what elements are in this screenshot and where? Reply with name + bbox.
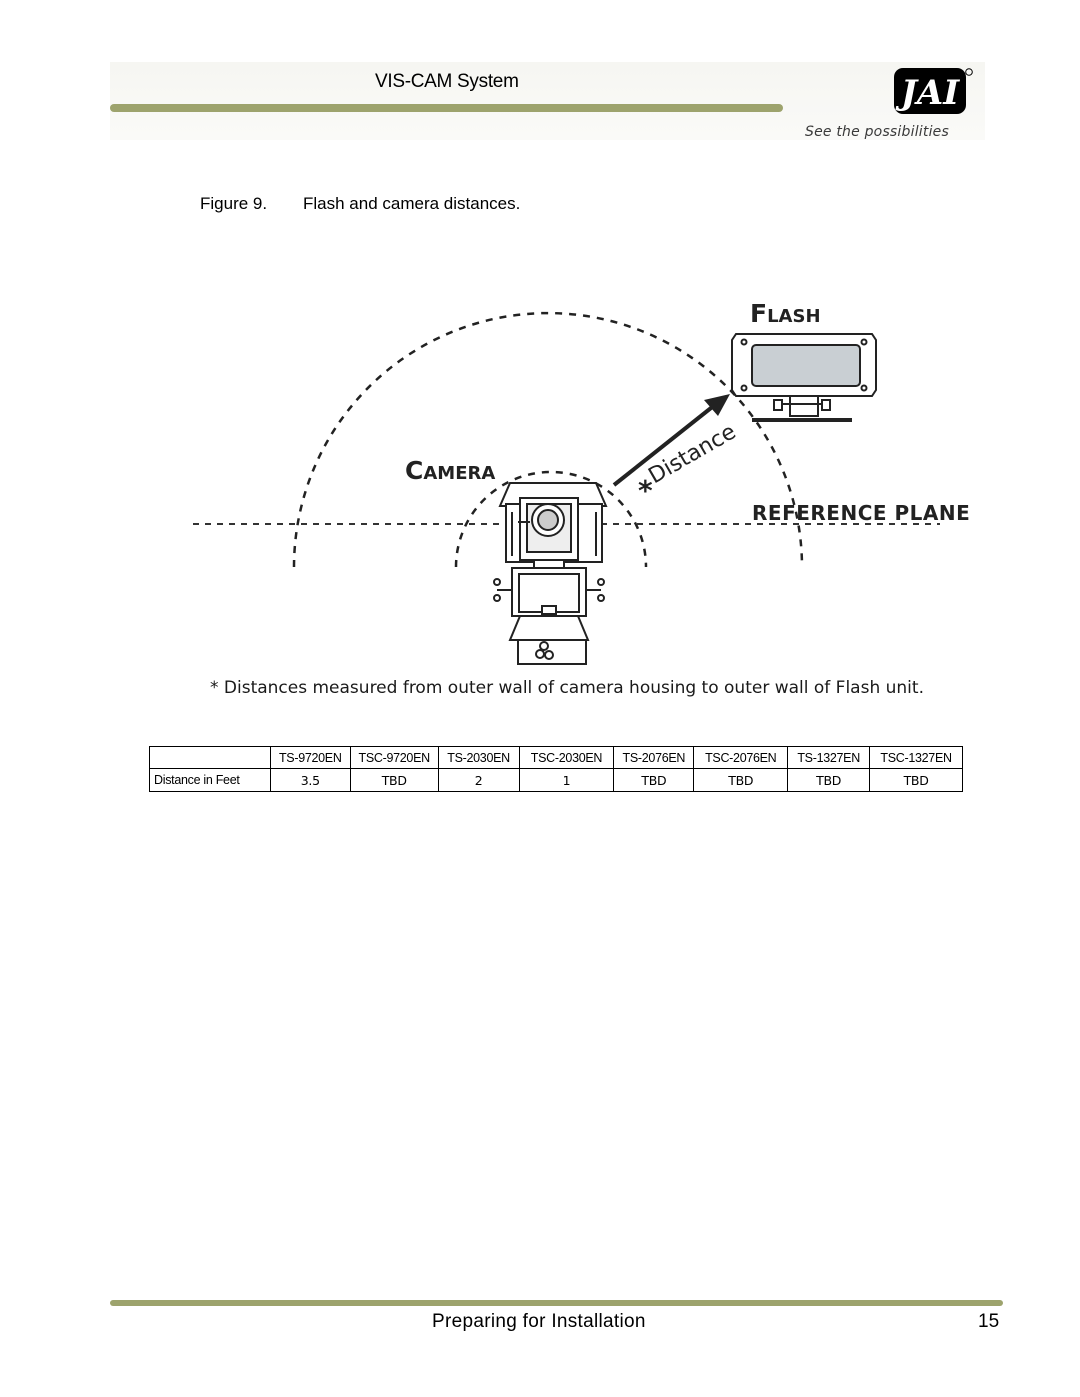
reference-plane-label: Reference Plane [752,501,970,525]
table-header-cell: TS-2076EN [613,746,695,769]
header-title: VIS-CAM System [375,71,519,92]
arrowhead-icon [704,394,730,416]
table-header-row: TS-9720EN TSC-9720EN TS-2030EN TSC-2030E… [149,746,963,769]
table-row-label: Distance in Feet [149,768,271,792]
logo-background [894,68,966,114]
flash-label: Flash [750,299,821,328]
table-cell: TBD [869,768,963,792]
outer-range-arc [292,311,804,568]
camera-housing-icon [493,482,608,665]
table-header-cell: TSC-2030EN [518,746,615,769]
inner-range-arc [454,470,648,568]
distance-table: TS-9720EN TSC-9720EN TS-2030EN TSC-2030E… [149,746,963,792]
table-cell: TBD [613,768,695,792]
distance-asterisk: * [638,474,653,507]
table-header-cell: TS-2030EN [437,746,520,769]
header-accent-bar [110,104,783,112]
page-number: 15 [978,1311,1000,1332]
logo-text: JAI [895,73,960,113]
table-cell: TBD [693,768,789,792]
flash-glass [751,344,861,387]
table-header-cell: TSC-2076EN [693,746,789,769]
distance-note: * Distances measured from outer wall of … [210,678,924,698]
camera-label: Camera [405,456,495,485]
table-header-cell: TS-1327EN [787,746,871,769]
table-cell: TBD [787,768,871,792]
table-corner-cell [149,746,271,769]
table-cell: 1 [518,768,615,792]
table-row: Distance in Feet 3.5 TBD 2 1 TBD TBD TBD… [149,768,963,792]
figure-number: Figure 9. [200,194,268,213]
table-cell: 3.5 [269,768,351,792]
table-header-cell: TSC-1327EN [869,746,963,769]
figure-caption-text: Flash and camera distances. [303,194,521,213]
table-header-cell: TS-9720EN [269,746,351,769]
table-header-cell: TSC-9720EN [349,746,439,769]
distance-arrow [612,402,718,487]
table-cell: 2 [437,768,520,792]
table-cell: TBD [349,768,439,792]
registered-mark-icon [965,68,973,76]
jai-logo: JAI [894,68,973,114]
distance-diagram: Flash Camera Reference Plane Distance * [193,299,970,665]
figure-caption: Figure 9. Flash and camera distances. [200,194,520,214]
footer-accent-bar [110,1300,1003,1306]
footer-section-title: Preparing for Installation [432,1311,646,1332]
distance-label: Distance [645,419,741,489]
logo-tagline: See the possibilities [805,124,949,140]
header-background [110,62,985,140]
flash-unit-icon [731,333,877,422]
